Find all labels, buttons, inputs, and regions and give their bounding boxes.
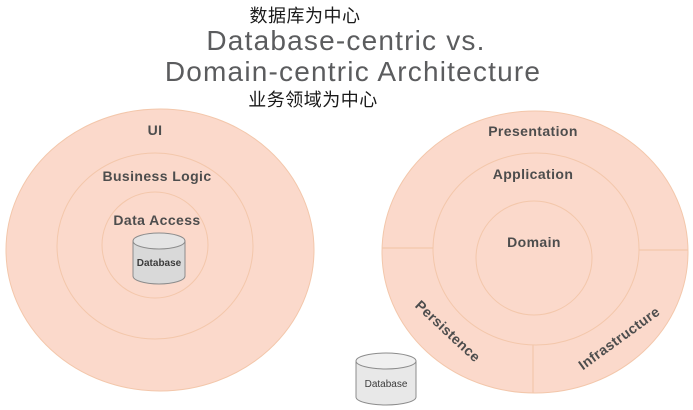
right-inner-circle xyxy=(475,200,593,316)
external-database-cylinder-top xyxy=(355,352,417,370)
domain-centric-diagram: Presentation Application Domain Persiste… xyxy=(381,110,689,394)
database-cylinder-icon: Database xyxy=(132,232,186,285)
right-center-label: Domain xyxy=(507,234,561,250)
right-middle-circle xyxy=(432,152,640,346)
database-cylinder-top xyxy=(132,232,186,250)
database-centric-diagram: UI Business Logic Data Access Database xyxy=(5,108,315,392)
left-middle-ring-label: Business Logic xyxy=(102,168,211,184)
main-title-line1: Database-centric vs. xyxy=(206,25,486,56)
external-database-cylinder-icon: Database xyxy=(355,352,417,406)
left-database-label: Database xyxy=(137,258,182,269)
main-title-line2: Domain-centric Architecture xyxy=(164,56,542,87)
subtitle-database-centric-zh: 数据库为中心 xyxy=(249,6,361,26)
external-database-label: Database xyxy=(365,379,408,390)
right-outer-circle xyxy=(381,110,689,394)
left-middle-circle xyxy=(56,152,254,340)
right-outer-ring-label: Presentation xyxy=(488,123,578,139)
database-cylinder-body xyxy=(132,241,186,285)
external-database-cylinder-body xyxy=(355,361,417,406)
left-outer-ring-label: UI xyxy=(148,122,163,138)
left-inner-circle xyxy=(101,191,209,299)
right-middle-ring-label: Application xyxy=(493,166,574,182)
left-inner-ring-label: Data Access xyxy=(113,212,200,228)
subtitle-domain-centric-zh: 业务领域为中心 xyxy=(248,90,378,110)
